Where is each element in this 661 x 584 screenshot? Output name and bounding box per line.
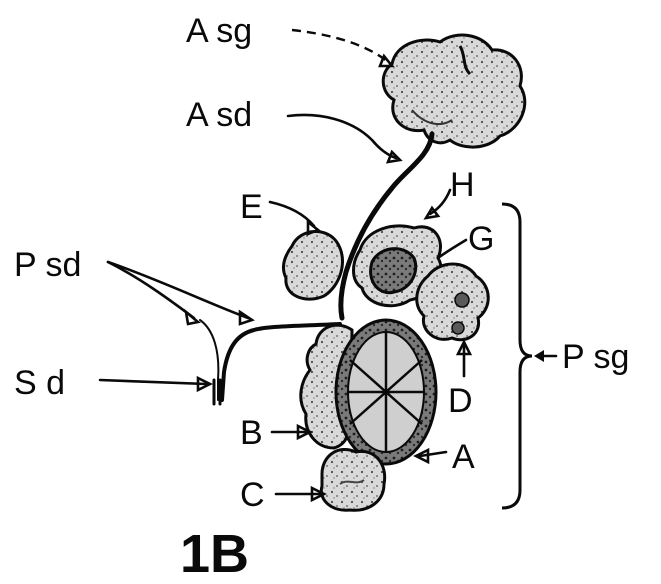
figure-label: 1B bbox=[180, 524, 249, 584]
anterior-salivary-gland bbox=[383, 35, 525, 147]
label-sd: S d bbox=[14, 364, 65, 402]
label-d: D bbox=[448, 382, 473, 420]
label-asg: A sg bbox=[186, 12, 252, 50]
label-b: B bbox=[240, 414, 263, 452]
label-psg: P sg bbox=[562, 338, 629, 376]
posterior-bracket bbox=[502, 204, 532, 508]
label-asd: A sd bbox=[186, 96, 252, 134]
label-psd: P sd bbox=[14, 246, 81, 284]
label-c: C bbox=[240, 476, 265, 514]
label-g: G bbox=[468, 220, 494, 258]
label-h: H bbox=[450, 166, 475, 204]
label-a: A bbox=[452, 438, 475, 476]
lobe-a bbox=[336, 320, 436, 464]
label-e: E bbox=[240, 188, 263, 226]
